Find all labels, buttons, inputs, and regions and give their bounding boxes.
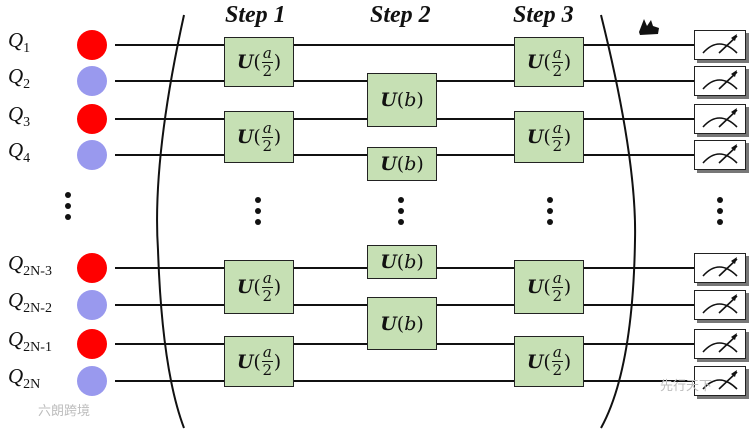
gate-step-2-u-b-4: U(b) (367, 297, 437, 350)
meter-dial-icon (702, 257, 738, 277)
qubit-label: Q3 (8, 102, 31, 130)
ellipsis-qubits (64, 192, 72, 225)
meter-dial-icon (702, 294, 738, 314)
ink-mark (639, 19, 659, 35)
meter-dial-icon (702, 370, 738, 390)
qubit-label: Q2N-2 (8, 288, 52, 316)
ellipsis-step-1 (254, 197, 262, 230)
left-bracket (156, 14, 185, 429)
qubit-label: Q2 (8, 64, 31, 92)
qubit-label: Q1 (8, 28, 31, 56)
qubit-circle (77, 104, 107, 134)
gate-step-2-u-b-2: U(b) (367, 147, 437, 181)
qubit-label: Q2N (8, 364, 41, 392)
qubit-wire (115, 380, 695, 382)
meter-dial-icon (702, 144, 738, 164)
measurement-meter (694, 140, 746, 170)
ellipsis-step-2 (397, 197, 405, 230)
gate-step-2-u-b-3: U(b) (367, 245, 437, 279)
qubit-circle (77, 329, 107, 359)
qubit-circle (77, 253, 107, 283)
qubit-circle (77, 140, 107, 170)
watermark-right: 先行天下 (660, 379, 713, 394)
measurement-meter (694, 66, 746, 96)
right-bracket (600, 14, 637, 429)
gate-step-2-u-b-1: U(b) (367, 73, 437, 127)
meter-dial-icon (702, 70, 738, 90)
measurement-meter (694, 290, 746, 320)
meter-dial-icon (702, 108, 738, 128)
ellipsis-step-3 (546, 197, 554, 230)
qubit-label: Q2N-1 (8, 327, 52, 355)
step-3-label: Step 3 (513, 2, 574, 28)
watermark-left: 六朗跨境 (38, 404, 91, 419)
qubit-circle (77, 66, 107, 96)
qubit-label: Q4 (8, 138, 31, 166)
qubit-wire (115, 44, 695, 46)
qubit-label: Q2N-3 (8, 251, 52, 279)
step-1-label: Step 1 (225, 2, 286, 28)
qubit-circle (77, 366, 107, 396)
qubit-circle (77, 30, 107, 60)
meter-dial-icon (702, 333, 738, 353)
step-2-label: Step 2 (370, 2, 431, 28)
measurement-meter (694, 253, 746, 283)
measurement-meter (694, 30, 746, 60)
qubit-circle (77, 290, 107, 320)
measurement-meter (694, 366, 746, 396)
ellipsis-meters (716, 197, 724, 230)
measurement-meter (694, 104, 746, 134)
measurement-meter (694, 329, 746, 359)
meter-dial-icon (702, 34, 738, 54)
